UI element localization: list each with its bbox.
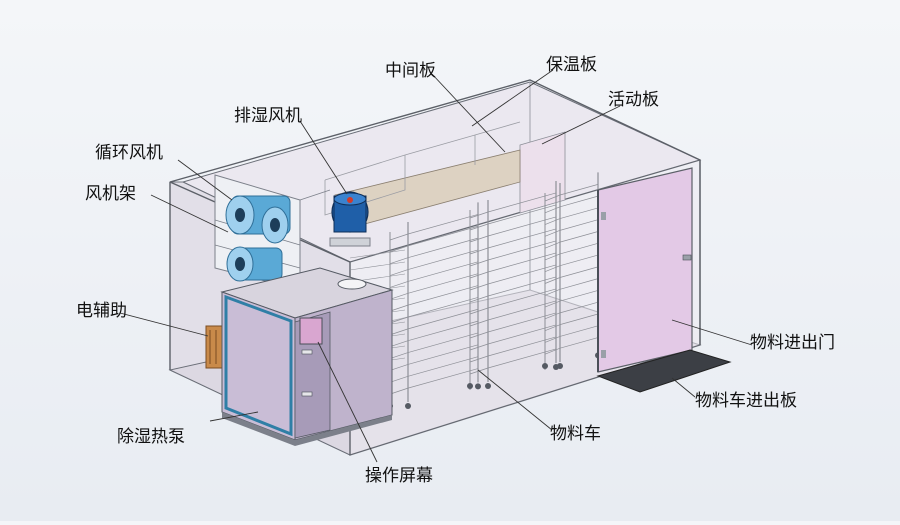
exhaust-fan xyxy=(329,191,371,247)
labels: 中间板 保温板 活动板 排湿风机 循环风机 风机架 电辅助 除湿热泵 操作屏幕 … xyxy=(76,55,835,486)
cart-wheel xyxy=(542,363,548,369)
control-screen xyxy=(299,317,323,345)
label-dehumidifying-heat-pump: 除湿热泵 xyxy=(117,427,185,447)
label-middle-plate: 中间板 xyxy=(385,61,436,81)
label-movable-plate: 活动板 xyxy=(608,90,659,110)
label-circulation-fan: 循环风机 xyxy=(95,143,163,163)
circulation-fan-2 xyxy=(226,246,283,282)
circulation-fans xyxy=(225,195,291,282)
circulation-fan-1 xyxy=(225,195,291,244)
cart-wheel xyxy=(485,383,491,389)
dehumidifying-heat-pump xyxy=(220,267,394,446)
label-insulation-plate: 保温板 xyxy=(546,55,597,75)
label-electric-heater: 电辅助 xyxy=(76,301,127,321)
cart-wheel xyxy=(467,383,473,389)
cart-wheel xyxy=(405,403,411,409)
leader-lines xyxy=(119,69,753,463)
label-exhaust-fan: 排湿风机 xyxy=(234,106,302,126)
cart-wheel xyxy=(475,383,481,390)
movable-plate xyxy=(519,131,566,214)
label-material-door: 物料进出门 xyxy=(750,333,835,353)
cart-wheel xyxy=(557,363,563,369)
label-cart-ramp: 物料车进出板 xyxy=(695,391,797,411)
label-control-screen: 操作屏幕 xyxy=(365,466,433,486)
material-door xyxy=(597,167,693,373)
label-fan-frame: 风机架 xyxy=(85,184,136,204)
label-material-cart: 物料车 xyxy=(550,424,601,444)
cart-ramp xyxy=(596,349,732,393)
